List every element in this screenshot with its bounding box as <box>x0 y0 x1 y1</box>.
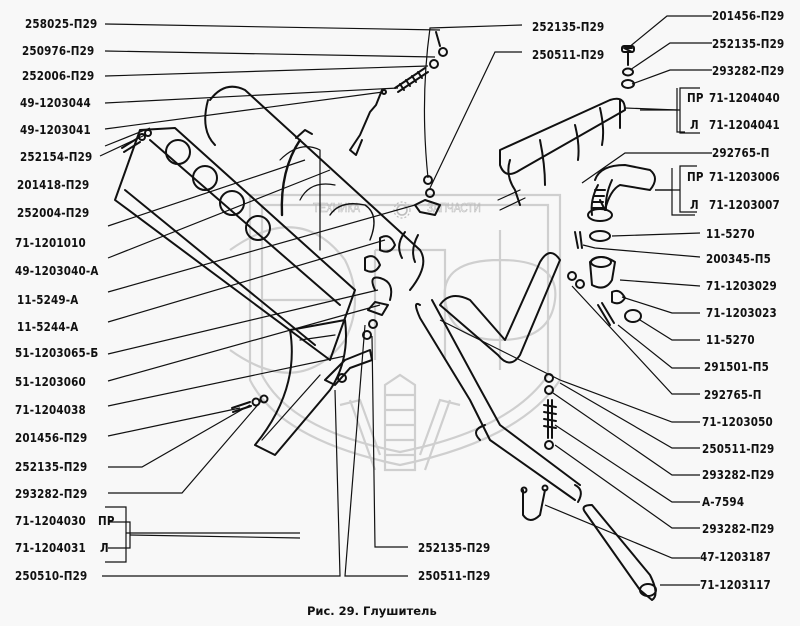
callout-label: 51-1203060 <box>15 374 86 389</box>
callout-label: 11-5244-А <box>17 319 79 334</box>
callout-label: 252006-П29 <box>22 68 95 83</box>
callout-label: 49-1203041 <box>20 122 91 137</box>
callout-side: ПР <box>98 513 115 528</box>
clamp-47-1203187 <box>522 489 546 521</box>
callout-label: 201456-П29 <box>712 8 785 23</box>
tail-pipe <box>582 504 657 601</box>
cotter-pin <box>435 31 441 47</box>
clamp-u-bolt-2 <box>371 276 393 301</box>
callout-label: 71-1203050 <box>702 414 773 429</box>
gasket-11-5270-b <box>624 309 642 323</box>
callout-label: 71-1201010 <box>15 235 86 250</box>
callout-label: 71-1203006 <box>709 169 780 184</box>
callout-label: 258025-П29 <box>25 16 98 31</box>
callout-label: 49-1203044 <box>20 95 91 110</box>
callout-label: 250511-П29 <box>418 568 491 583</box>
callout-label: 71-1204030 <box>15 513 86 528</box>
heat-shield-upper <box>499 97 626 175</box>
callout-label: 51-1203065-Б <box>15 345 99 360</box>
muffler-body <box>114 85 425 361</box>
callout-label: 71-1204038 <box>15 402 86 417</box>
figure-caption: Рис. 29. Глушитель <box>307 604 437 618</box>
callout-label: 11-5270 <box>706 332 755 347</box>
callout-label: 11-5249-А <box>17 292 79 307</box>
callout-label: 252135-П29 <box>418 540 491 555</box>
watermark-text-right: ЗАПЧАСТИ <box>427 200 481 216</box>
callout-label: 293282-П29 <box>702 521 775 536</box>
callout-side: Л <box>690 117 699 132</box>
callout-label: 252135-П29 <box>15 459 88 474</box>
callout-label: 200345-П5 <box>706 251 772 266</box>
callout-label: 252154-П29 <box>20 149 93 164</box>
callout-label: А-7594 <box>702 494 745 509</box>
callout-label: 252135-П29 <box>712 36 785 51</box>
callout-label: 293282-П29 <box>712 63 785 78</box>
callout-label: 292765-П <box>704 387 762 402</box>
watermark-shield <box>248 193 562 467</box>
corrugated-pipe <box>594 164 656 211</box>
gasket-11-5270 <box>589 230 611 242</box>
callout-label: 292765-П <box>712 145 770 160</box>
stud-291501 <box>597 302 615 326</box>
callout-label: 291501-П5 <box>704 359 770 374</box>
callout-label: 293282-П29 <box>15 486 88 501</box>
leader-lines <box>99 15 712 586</box>
exhaust-pipe-front <box>439 252 561 364</box>
callout-label: 49-1203040-А <box>15 263 99 278</box>
callout-label: 250510-П29 <box>15 568 88 583</box>
callout-label: 250976-П29 <box>22 43 95 58</box>
callout-label: 293282-П29 <box>702 467 775 482</box>
callout-label: 71-1203029 <box>706 278 777 293</box>
clamp-u-bolt <box>398 231 419 263</box>
callout-label: 47-1203187 <box>700 549 771 564</box>
callout-side: ПР <box>687 169 704 184</box>
callout-label: 71-1204041 <box>709 117 780 132</box>
callout-label: 201456-П29 <box>15 430 88 445</box>
callout-label: 250511-П29 <box>532 47 605 62</box>
exhaust-pipe-long <box>415 299 581 501</box>
callout-label: 11-5270 <box>706 226 755 241</box>
callout-label: 71-1204031 <box>15 540 86 555</box>
bracket-upper <box>349 89 383 156</box>
callout-label: 71-1203007 <box>709 197 780 212</box>
callout-label: 71-1204040 <box>709 90 780 105</box>
callout-side: Л <box>100 540 109 555</box>
hanger-bracket <box>254 319 347 456</box>
callout-side: Л <box>690 197 699 212</box>
callout-label: 252135-П29 <box>532 19 605 34</box>
callout-label: 250511-П29 <box>702 441 775 456</box>
callout-label: 71-1203117 <box>700 577 771 592</box>
clamp-strap <box>280 138 302 217</box>
callout-label: 201418-П29 <box>17 177 90 192</box>
callout-label: 252004-П29 <box>17 205 90 220</box>
callout-label: 71-1203023 <box>706 305 777 320</box>
callout-side: ПР <box>687 90 704 105</box>
